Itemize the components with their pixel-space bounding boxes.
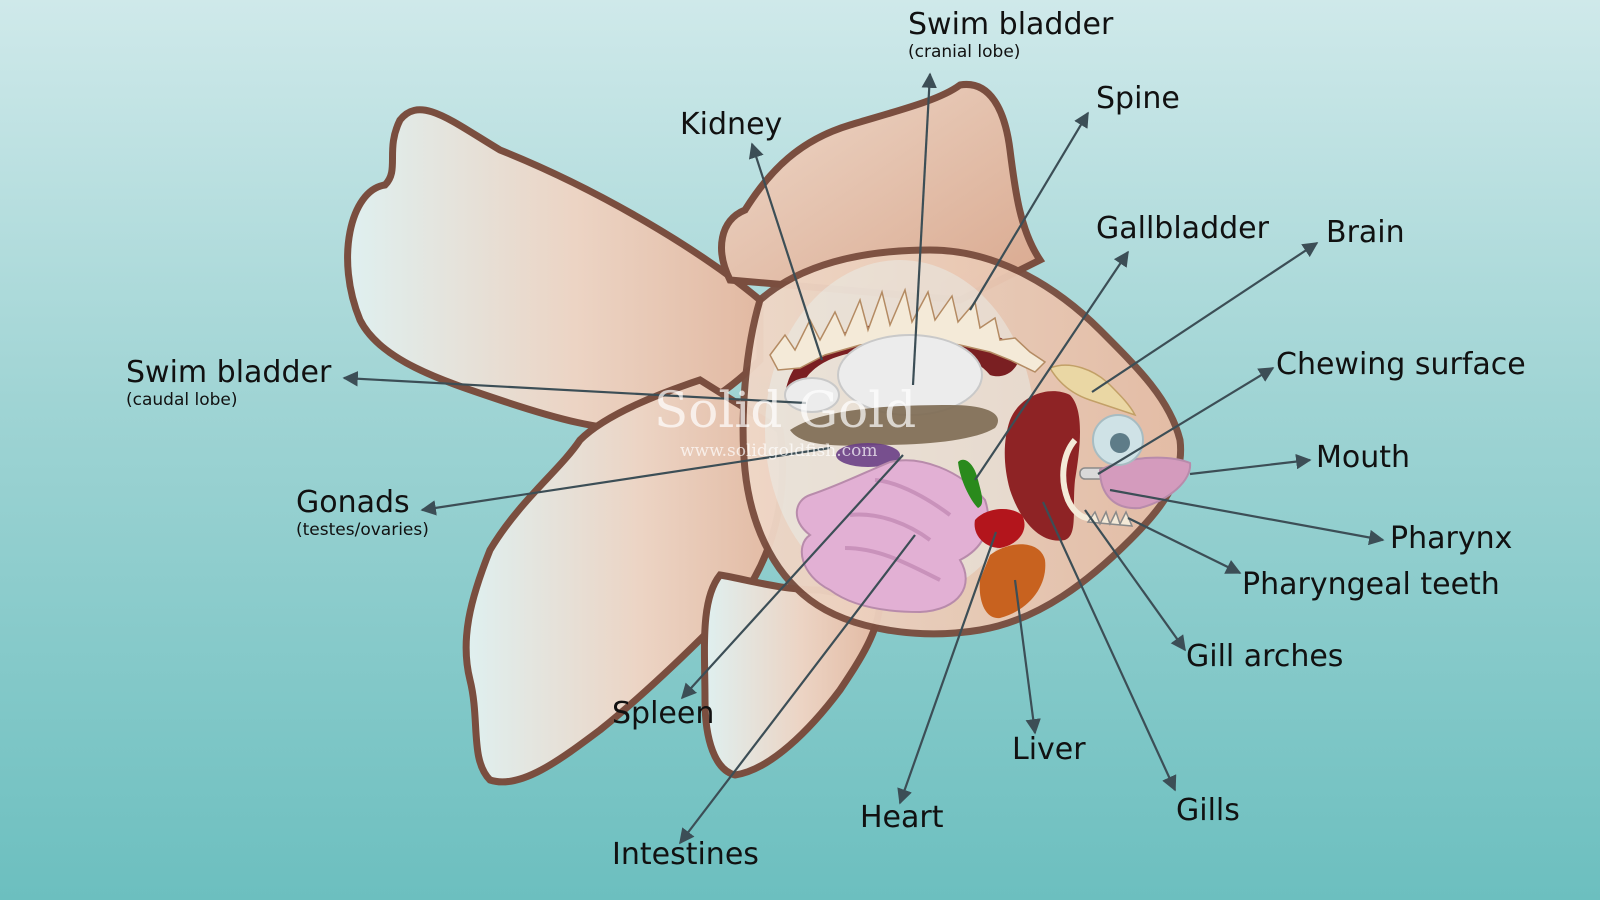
arrow-brain — [1091, 242, 1319, 393]
label-spleen-text: Spleen — [612, 696, 715, 731]
label-gonads-name: Gonads — [296, 485, 410, 520]
label-liver: Liver — [1012, 733, 1086, 767]
label-heart-text: Heart — [860, 800, 944, 835]
pupil — [1110, 433, 1130, 453]
label-brain-text: Brain — [1326, 215, 1405, 250]
watermark-title: Solid Gold — [654, 381, 917, 439]
arrow-chewing-surface — [1097, 367, 1275, 475]
label-gonads: Gonads (testes/ovaries) — [296, 485, 429, 541]
arrow-pharynx — [1109, 488, 1385, 546]
arrow-gills — [1042, 501, 1177, 792]
label-mouth: Mouth — [1316, 441, 1410, 475]
gills-organ — [1004, 391, 1080, 541]
label-liver-text: Liver — [1012, 732, 1086, 767]
label-heart: Heart — [860, 801, 944, 835]
arrow-gill-arches — [1084, 509, 1186, 652]
arrow-spleen — [680, 454, 904, 700]
label-kidney: Kidney — [680, 108, 782, 142]
heart-organ — [974, 508, 1025, 548]
arrow-swim-bladder-caudal — [342, 371, 807, 405]
arrow-heart — [897, 531, 998, 805]
label-swim-bladder-caudal-note: (caudal lobe) — [126, 390, 238, 410]
gallbladder-organ — [958, 459, 983, 508]
arrow-swim-bladder-cranial — [911, 72, 937, 386]
arrow-kidney — [748, 142, 824, 361]
arrow-pharyngeal-teeth — [1127, 517, 1242, 574]
arrow-liver — [1013, 579, 1041, 735]
label-intestines: Intestines — [612, 838, 759, 872]
label-swim-bladder-cranial: Swim bladder (cranial lobe) — [908, 7, 1114, 63]
gonads-organ — [790, 405, 998, 446]
label-spine-text: Spine — [1096, 81, 1180, 116]
brain-organ — [1048, 364, 1137, 417]
liver-organ — [979, 544, 1046, 619]
label-swim-bladder-cranial-name: Swim bladder — [908, 7, 1114, 42]
watermark-url: www.solidgoldfish.com — [680, 441, 878, 461]
label-swim-bladder-caudal-name: Swim bladder — [126, 355, 332, 390]
label-pharynx-text: Pharynx — [1390, 521, 1513, 556]
label-pharynx: Pharynx — [1390, 522, 1512, 556]
leader-lines — [342, 72, 1385, 845]
label-brain: Brain — [1326, 216, 1405, 250]
label-mouth-text: Mouth — [1316, 440, 1411, 475]
gill-arches-organ — [1060, 438, 1096, 522]
spleen-organ — [836, 443, 900, 467]
label-pharyngeal-teeth: Pharyngeal teeth — [1242, 568, 1500, 602]
arrow-spine — [969, 111, 1089, 311]
label-gills-text: Gills — [1176, 793, 1240, 828]
label-kidney-text: Kidney — [680, 107, 783, 142]
label-spine: Spine — [1096, 82, 1180, 116]
arrow-gallbladder — [974, 250, 1129, 481]
intestines-organ — [795, 459, 990, 614]
label-gallbladder: Gallbladder — [1096, 212, 1269, 246]
label-spleen: Spleen — [612, 697, 714, 731]
label-swim-bladder-caudal: Swim bladder (caudal lobe) — [126, 355, 332, 411]
label-chewing-surface-text: Chewing surface — [1276, 347, 1526, 382]
label-intestines-text: Intestines — [612, 837, 759, 872]
label-gonads-note: (testes/ovaries) — [296, 520, 429, 540]
label-pharyngeal-teeth-text: Pharyngeal teeth — [1242, 567, 1500, 602]
arrow-intestines — [679, 534, 916, 845]
dorsal-fin — [718, 80, 1046, 304]
intestine-folds — [844, 478, 952, 582]
label-swim-bladder-cranial-note: (cranial lobe) — [908, 42, 1021, 62]
label-gallbladder-text: Gallbladder — [1096, 211, 1269, 246]
label-gill-arches-text: Gill arches — [1186, 639, 1344, 674]
pharynx-organ — [1098, 456, 1192, 510]
label-chewing-surface: Chewing surface — [1276, 348, 1526, 382]
arrow-mouth — [1189, 453, 1312, 476]
label-gill-arches: Gill arches — [1186, 640, 1343, 674]
label-gills: Gills — [1176, 794, 1240, 828]
arrow-gonads — [420, 446, 831, 516]
